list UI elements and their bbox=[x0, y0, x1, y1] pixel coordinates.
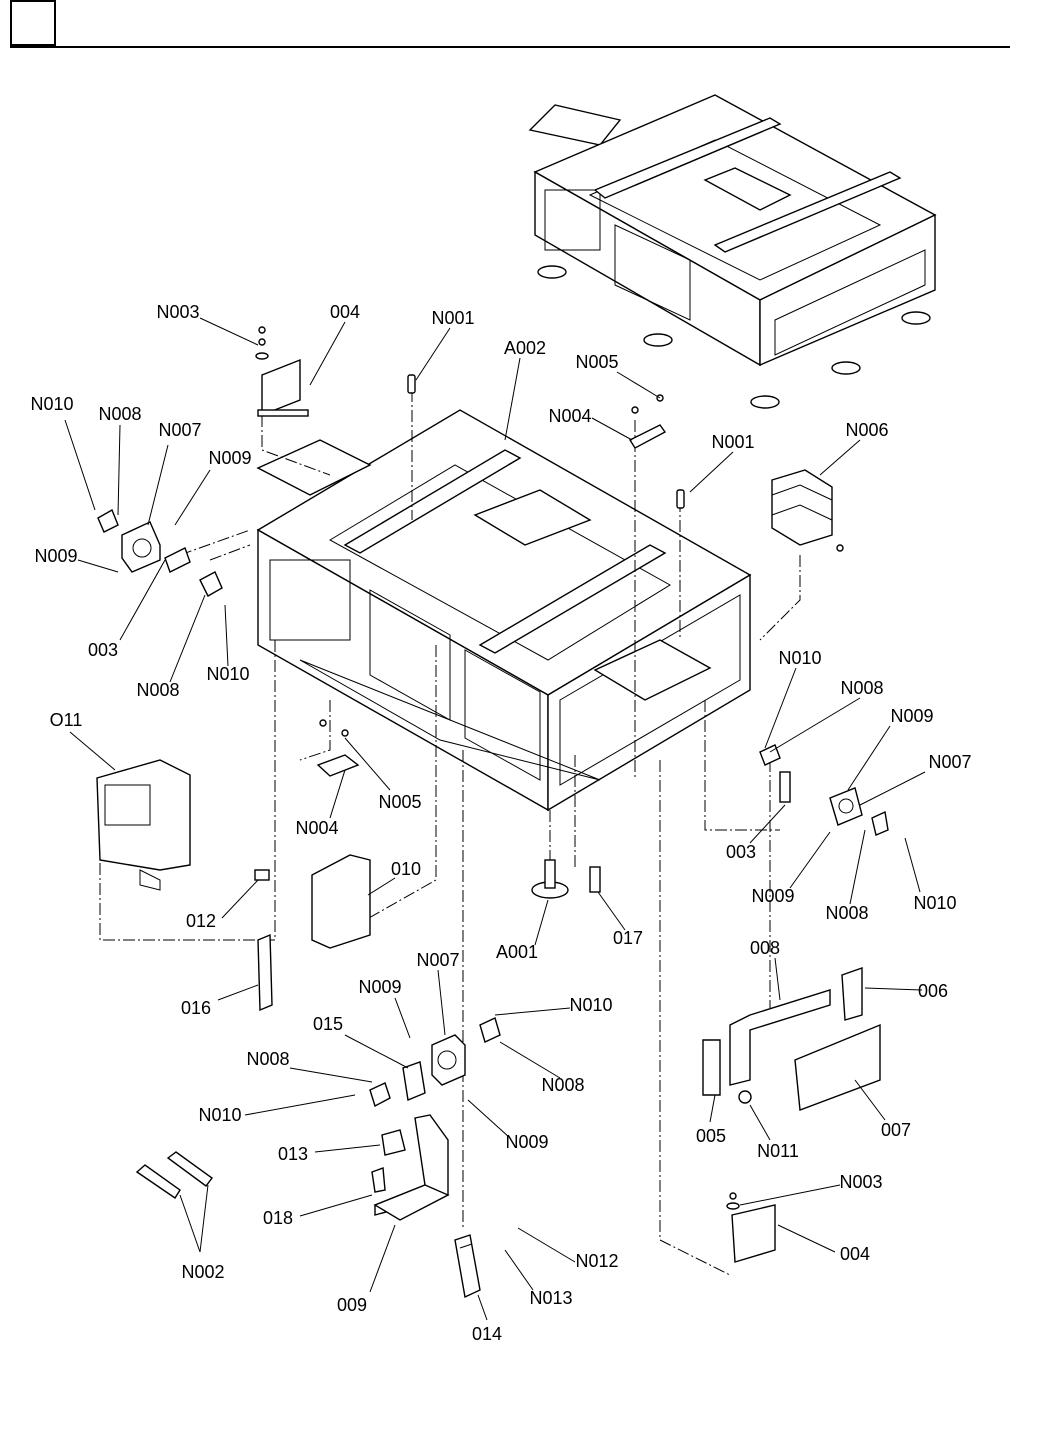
callout-a002: A002 bbox=[504, 338, 546, 358]
callout-n008: N008 bbox=[98, 404, 141, 424]
callout-n012: N012 bbox=[575, 1251, 618, 1271]
callout-008: 008 bbox=[750, 938, 780, 958]
part-n004-n005-lower bbox=[318, 720, 358, 776]
callout-013: 013 bbox=[278, 1144, 308, 1164]
callout-n010: N010 bbox=[30, 394, 73, 414]
callout-n004: N004 bbox=[295, 818, 338, 838]
callout-n002: N002 bbox=[181, 1262, 224, 1282]
callout-n005: N005 bbox=[378, 792, 421, 812]
callout-n007: N007 bbox=[158, 420, 201, 440]
callout-n009: N009 bbox=[890, 706, 933, 726]
callout-014: 014 bbox=[472, 1324, 502, 1344]
callout-n006: N006 bbox=[845, 420, 888, 440]
callout-n010: N010 bbox=[198, 1105, 241, 1125]
callout-004: 004 bbox=[330, 302, 360, 322]
callout-n009: N009 bbox=[34, 546, 77, 566]
part-fan-lower bbox=[370, 1018, 500, 1106]
part-fan-left bbox=[98, 510, 222, 596]
callout-012: 012 bbox=[186, 911, 216, 931]
callout-a001: A001 bbox=[496, 942, 538, 962]
callout-003: 003 bbox=[88, 640, 118, 660]
callout-n007: N007 bbox=[928, 752, 971, 772]
callout-n003: N003 bbox=[839, 1172, 882, 1192]
callout-n009: N009 bbox=[751, 886, 794, 906]
callout-n010: N010 bbox=[206, 664, 249, 684]
callout-004: 004 bbox=[840, 1244, 870, 1264]
callout-n009: N009 bbox=[358, 977, 401, 997]
part-014-heatsink bbox=[455, 1235, 480, 1297]
callout-015: 015 bbox=[313, 1014, 343, 1034]
callout-n008: N008 bbox=[840, 678, 883, 698]
part-009-chassis bbox=[372, 1115, 448, 1220]
part-008-assembly bbox=[703, 968, 880, 1110]
callout-n009: N009 bbox=[505, 1132, 548, 1152]
callout-010: 010 bbox=[391, 859, 421, 879]
part-n002-wrenches bbox=[137, 1152, 212, 1198]
callout-n008: N008 bbox=[825, 903, 868, 923]
part-011-cover bbox=[97, 760, 190, 890]
part-010-bracket bbox=[255, 855, 370, 948]
part-004-top bbox=[256, 327, 308, 416]
callout-n010: N010 bbox=[778, 648, 821, 668]
callout-n008: N008 bbox=[136, 680, 179, 700]
part-n006-transformer bbox=[772, 470, 843, 551]
part-016-strip bbox=[258, 935, 272, 1010]
part-017-plate bbox=[590, 867, 600, 892]
callout-n008: N008 bbox=[541, 1075, 584, 1095]
callout-007: 007 bbox=[881, 1120, 911, 1140]
callout-n007: N007 bbox=[416, 950, 459, 970]
part-004-bottom bbox=[727, 1193, 775, 1262]
callout-017: 017 bbox=[613, 928, 643, 948]
callout-o11: O11 bbox=[50, 710, 83, 730]
callout-n013: N013 bbox=[529, 1288, 572, 1308]
callout-009: 009 bbox=[337, 1295, 367, 1315]
callout-n003: N003 bbox=[156, 302, 199, 322]
callout-n010: N010 bbox=[913, 893, 956, 913]
callout-n001: N001 bbox=[431, 308, 474, 328]
part-a001-foot bbox=[532, 860, 568, 898]
callout-n008: N008 bbox=[246, 1049, 289, 1069]
callout-003: 003 bbox=[726, 842, 756, 862]
callout-n005: N005 bbox=[575, 352, 618, 372]
callout-n011: N011 bbox=[757, 1141, 799, 1161]
main-frame-a002 bbox=[258, 410, 750, 810]
callout-006: 006 bbox=[918, 981, 948, 1001]
callout-n001: N001 bbox=[711, 432, 754, 452]
callout-016: 016 bbox=[181, 998, 211, 1018]
callout-n010: N010 bbox=[569, 995, 612, 1015]
callout-005: 005 bbox=[696, 1126, 726, 1146]
callout-n009: N009 bbox=[208, 448, 251, 468]
callout-n004: N004 bbox=[548, 406, 591, 426]
callout-018: 018 bbox=[263, 1208, 293, 1228]
